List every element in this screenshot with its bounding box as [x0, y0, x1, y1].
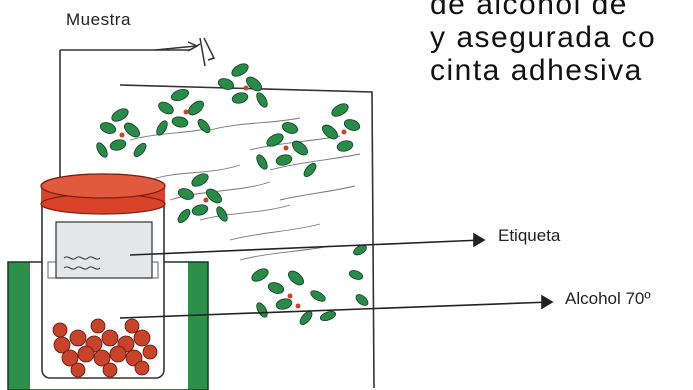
berries — [52, 318, 158, 378]
sample-label: Muestra — [66, 10, 131, 29]
leaf-cluster-7 — [251, 268, 337, 326]
heading-text: de alcohol de y asegurada co cinta adhes… — [430, 0, 656, 87]
plant-clusters — [96, 63, 369, 326]
heading-line-3: cinta adhesiva — [430, 54, 643, 87]
pointer-alcohol — [119, 294, 554, 319]
leaf-cluster-3 — [217, 63, 268, 108]
branch-accents — [119, 85, 347, 309]
leaf-cluster-6 — [177, 173, 228, 224]
jar-label — [55, 221, 153, 279]
leaf-cluster-8 — [348, 244, 369, 306]
leaf-cluster-2 — [156, 88, 211, 136]
heading-line-2: y asegurada co — [430, 21, 657, 54]
leaf-cluster-4 — [256, 122, 317, 178]
pointer-etiqueta — [129, 232, 486, 256]
jar-lid — [40, 173, 166, 215]
heading-line-1: de alcohol de — [430, 0, 628, 21]
tag-label: Etiqueta — [498, 226, 561, 245]
leaf-cluster-1 — [96, 108, 147, 158]
sample-arrow — [154, 37, 216, 67]
alcohol-label: Alcohol 70º — [565, 289, 651, 308]
leaf-cluster-5 — [321, 103, 361, 152]
